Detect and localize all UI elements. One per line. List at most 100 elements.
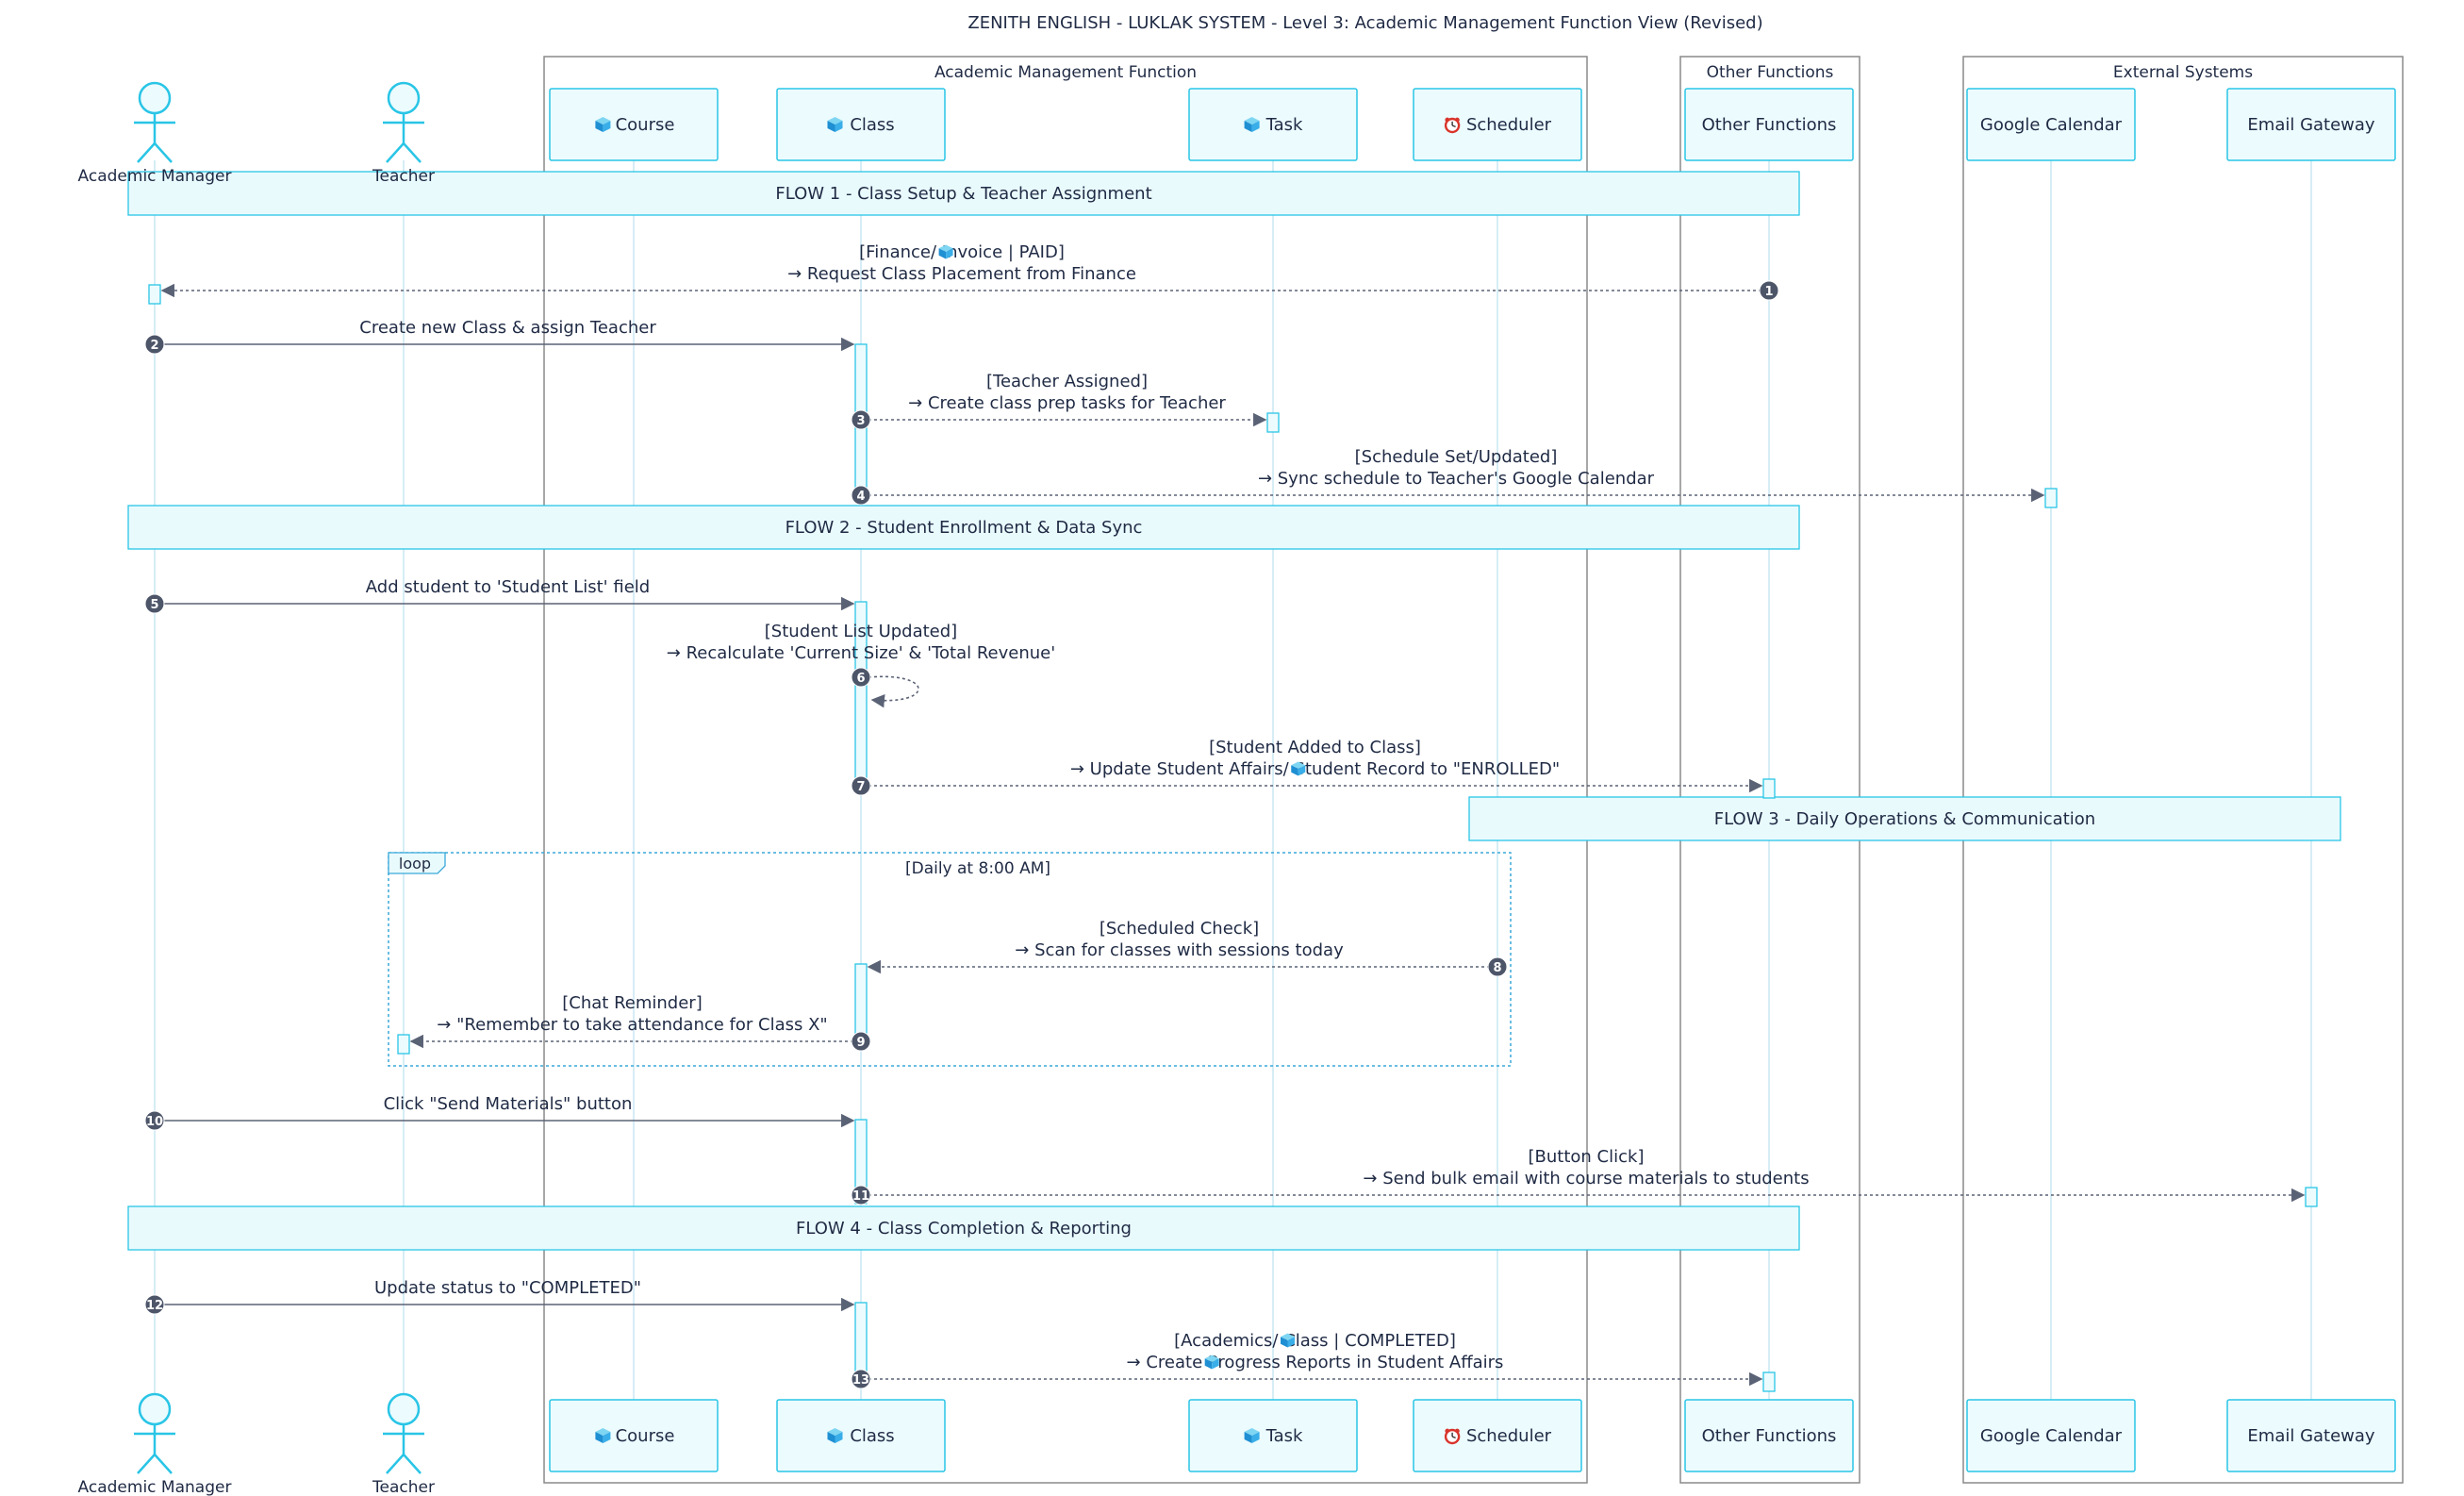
- note-flow3: FLOW 3 - Daily Operations & Communicatio…: [1468, 796, 2341, 841]
- participant-teacher-top[interactable]: Teacher: [372, 81, 435, 186]
- participant-gcal-bottom[interactable]: Google Calendar: [1966, 1399, 2136, 1472]
- participant-email-bottom[interactable]: Email Gateway: [2226, 1399, 2396, 1472]
- sequence-number: 11: [852, 1189, 869, 1204]
- cube-icon: [1244, 117, 1260, 132]
- group-label: Other Functions: [1707, 63, 1834, 82]
- participant-label: Google Calendar: [1980, 1426, 2123, 1446]
- loop-condition: [Daily at 8:00 AM]: [905, 859, 1050, 878]
- sequence-number: 12: [146, 1299, 163, 1313]
- sequence-number: 2: [150, 339, 158, 353]
- message-8: [Scheduled Check]→ Scan for classes with…: [867, 919, 1508, 977]
- sequence-number-badge: 3: [851, 409, 871, 430]
- participant-teacher-bottom[interactable]: Teacher: [372, 1392, 435, 1496]
- message-9: [Chat Reminder]→ "Remember to take atten…: [409, 993, 871, 1052]
- message-label: [Chat Reminder]: [562, 993, 702, 1013]
- activation-bar: [397, 1034, 410, 1055]
- sequence-number-badge: 4: [851, 485, 871, 506]
- group-other: Other Functions: [1679, 56, 1860, 1484]
- participant-am-bottom[interactable]: Academic Manager: [78, 1392, 232, 1496]
- message-11: [Button Click]→ Send bulk email with cou…: [851, 1147, 2306, 1205]
- participant-gcal-top[interactable]: Google Calendar: [1966, 88, 2136, 161]
- message-label: [Finance/ Invoice | PAID]: [859, 242, 1065, 262]
- message-3: [Teacher Assigned] → Create class prep ta…: [851, 372, 1267, 430]
- participant-course-bottom[interactable]: Course: [549, 1399, 719, 1472]
- sequence-number-badge: 12: [144, 1294, 165, 1315]
- message-label: → Create class prep tasks for Teacher: [908, 393, 1226, 413]
- message-5: Add student to 'Student List' field 5: [144, 577, 855, 614]
- message-label: [Teacher Assigned]: [986, 372, 1148, 391]
- participant-class-bottom[interactable]: Class: [776, 1399, 946, 1472]
- message-10: Click "Send Materials" button 10: [144, 1094, 855, 1131]
- sequence-number-badge: 7: [851, 775, 871, 796]
- message-label: [Button Click]: [1529, 1147, 1645, 1167]
- participant-label: Other Functions: [1702, 115, 1837, 135]
- note-flow1: FLOW 1 - Class Setup & Teacher Assignmen…: [127, 171, 1800, 216]
- sequence-number: 5: [150, 598, 158, 612]
- participant-label: Task: [1265, 1426, 1303, 1446]
- note-flow4: FLOW 4 - Class Completion & Reporting: [127, 1205, 1800, 1251]
- cube-icon: [938, 244, 953, 259]
- loop-frame: loop[Daily at 8:00 AM]: [388, 852, 1512, 1067]
- participant-scheduler-bottom[interactable]: Scheduler: [1413, 1399, 1582, 1472]
- participant-other-top[interactable]: Other Functions: [1684, 88, 1854, 161]
- message-label: → Sync schedule to Teacher's Google Cale…: [1258, 469, 1655, 489]
- note-label: FLOW 1 - Class Setup & Teacher Assignmen…: [775, 184, 1151, 204]
- participant-course-top[interactable]: Course: [549, 88, 719, 161]
- participant-label: Other Functions: [1702, 1426, 1837, 1446]
- alarm-clock-icon: [1444, 117, 1461, 134]
- activation-bar: [1266, 412, 1280, 433]
- message-2: Create new Class & assign Teacher 2: [144, 318, 855, 355]
- message-label: Create new Class & assign Teacher: [359, 318, 656, 338]
- actor-icon: [134, 1392, 175, 1474]
- group-label: External Systems: [2113, 63, 2253, 82]
- message-12: Update status to "COMPLETED"12: [144, 1278, 855, 1315]
- message-label: Add student to 'Student List' field: [366, 577, 650, 597]
- participant-label: Teacher: [372, 1478, 435, 1496]
- participant-am-top[interactable]: Academic Manager: [78, 81, 232, 186]
- activation-bar: [2044, 488, 2058, 508]
- note-flow2: FLOW 2 - Student Enrollment & Data Sync: [127, 505, 1800, 550]
- sequence-number: 7: [856, 780, 865, 794]
- message-7: [Student Added to Class]→ Update Student…: [851, 738, 1763, 796]
- sequence-number: 1: [1764, 285, 1773, 299]
- activation-bar: [148, 284, 161, 305]
- participant-email-top[interactable]: Email Gateway: [2226, 88, 2396, 161]
- note-label: FLOW 4 - Class Completion & Reporting: [796, 1219, 1132, 1238]
- message-6: [Student List Updated]→ Recalculate 'Cur…: [667, 622, 1055, 708]
- sequence-number: 9: [856, 1036, 865, 1050]
- sequence-number-badge: 9: [851, 1031, 871, 1052]
- participant-scheduler-top[interactable]: Scheduler: [1413, 88, 1582, 161]
- cube-icon: [1204, 1355, 1219, 1370]
- sequence-number-badge: 1: [1759, 280, 1779, 301]
- participant-task-bottom[interactable]: Task: [1188, 1399, 1358, 1472]
- participant-class-top[interactable]: Class: [776, 88, 946, 161]
- participant-task-top[interactable]: Task: [1188, 88, 1358, 161]
- message-label: → "Remember to take attendance for Class…: [437, 1015, 827, 1035]
- cube-icon: [595, 1428, 611, 1443]
- group-external: External Systems: [1962, 56, 2404, 1484]
- sequence-number-badge: 10: [144, 1110, 165, 1131]
- group-academic: Academic Management Function: [543, 56, 1588, 1484]
- message-label: → Scan for classes with sessions today: [1015, 940, 1344, 960]
- actor-icon: [134, 81, 175, 163]
- message-label: → Recalculate 'Current Size' & 'Total Re…: [667, 643, 1055, 663]
- actor-icon: [383, 1392, 424, 1474]
- message-label: Click "Send Materials" button: [384, 1094, 633, 1114]
- participant-label: Course: [616, 115, 675, 135]
- participant-label: Academic Manager: [78, 1478, 232, 1496]
- participant-label: Teacher: [372, 167, 435, 186]
- sequence-number-badge: 13: [851, 1369, 871, 1389]
- message-label: [Schedule Set/Updated]: [1355, 447, 1558, 467]
- sequence-number-badge: 6: [851, 667, 871, 688]
- message-13: [Academics/ Class | COMPLETED]→ Create P…: [851, 1331, 1763, 1389]
- sequence-number-badge: 11: [851, 1185, 871, 1205]
- alarm-clock-icon: [1444, 1428, 1461, 1445]
- activation-bar: [1762, 778, 1776, 799]
- message-label: [Scheduled Check]: [1100, 919, 1259, 939]
- message-label: [Academics/ Class | COMPLETED]: [1174, 1331, 1456, 1351]
- participant-other-bottom[interactable]: Other Functions: [1684, 1399, 1854, 1472]
- note-label: FLOW 3 - Daily Operations & Communicatio…: [1714, 809, 2095, 829]
- note-label: FLOW 2 - Student Enrollment & Data Sync: [786, 518, 1143, 538]
- sequence-number: 6: [856, 672, 865, 686]
